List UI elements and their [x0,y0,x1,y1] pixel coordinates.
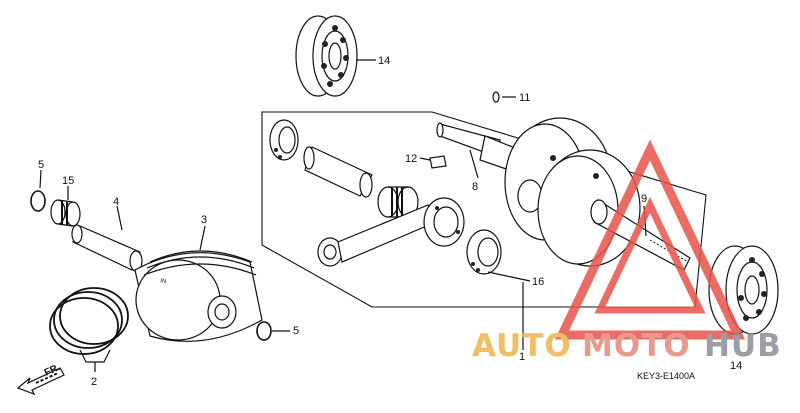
callout-5-top: 5 [38,159,44,171]
callout-2: 2 [91,376,97,388]
circlip-top [30,190,46,212]
callout-5-bottom: 5 [293,325,299,337]
piston-pin [71,224,143,272]
connecting-rod [317,197,465,267]
callout-4: 4 [113,196,119,208]
callout-14-top: 14 [378,55,390,67]
watermark: AUTO MOTO HUB [472,139,782,364]
piston-rings [49,287,129,355]
needle-bearing-small-end [50,199,81,227]
oil-seal-right [466,229,502,275]
bearing-top [295,15,358,97]
callout-1: 1 [519,351,525,363]
piston: IN [134,250,263,342]
piston-in-mark: IN [160,278,167,285]
circlip-bottom [256,321,272,341]
callout-12: 12 [405,153,417,165]
callout-11: 11 [519,92,530,104]
drawing-code: KEY3-E1400A [637,371,695,381]
small-cap [492,91,500,103]
watermark-triangle-icon [554,139,746,340]
callout-8: 8 [472,181,478,193]
crank-pin [303,146,373,198]
oil-seal-left [269,119,299,161]
callout-15: 15 [62,175,74,187]
front-arrow: FR. [16,362,65,396]
crankshaft-right [537,149,691,271]
woodruff-key [429,155,447,169]
watermark-text-moto: MOTO [582,328,691,364]
callout-3: 3 [201,214,207,226]
watermark-text-hub: HUB [704,328,782,364]
callout-9: 9 [641,193,647,205]
callout-14-right: 14 [730,360,742,372]
callout-16: 16 [532,276,544,288]
watermark-text-auto: AUTO [472,328,572,364]
bearing-right [708,245,779,335]
